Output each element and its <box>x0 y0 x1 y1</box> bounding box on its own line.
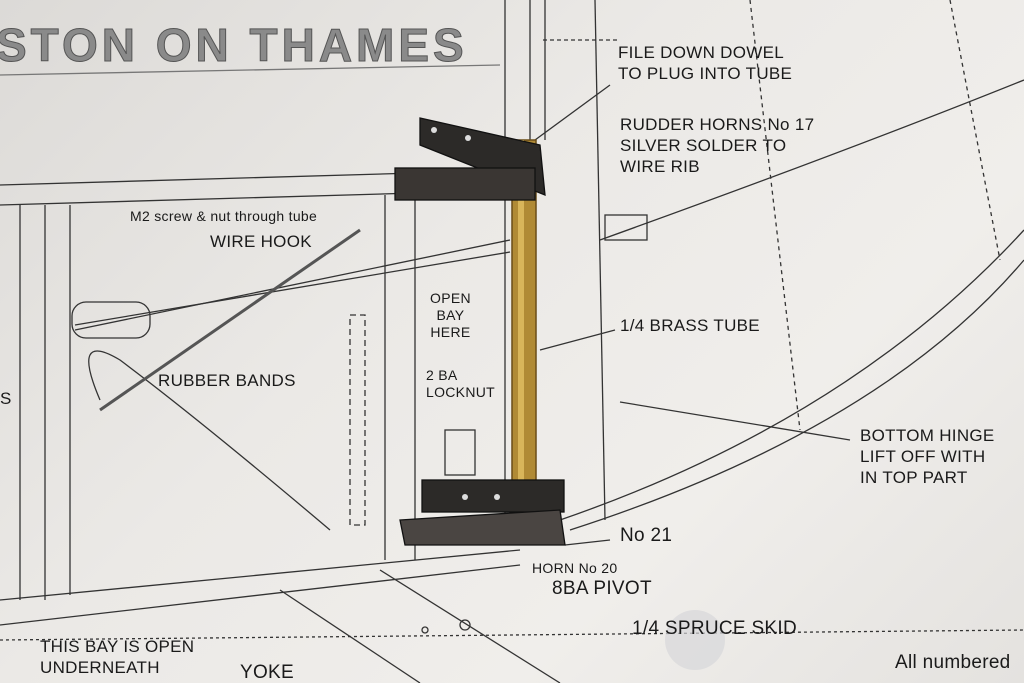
all-numbered-label: All numbered <box>895 652 1011 673</box>
m2-screw-label: M2 screw & nut through tube <box>130 208 318 224</box>
brass-tube-label: 1/4 BRASS TUBE <box>620 316 760 335</box>
horn20-label: HORN No 20 <box>532 560 618 576</box>
plan-title: STON ON THAMES <box>0 19 468 72</box>
rubber-bands-label: RUBBER BANDS <box>158 371 296 390</box>
left-s-label: S <box>0 389 12 408</box>
pivot-label: 8BA PIVOT <box>552 578 652 599</box>
wire-hook-label: WIRE HOOK <box>210 232 312 251</box>
no21-label: No 21 <box>620 525 673 546</box>
skid-label: 1/4 SPRUCE SKID <box>632 618 797 639</box>
yoke-label: YOKE <box>240 662 294 683</box>
